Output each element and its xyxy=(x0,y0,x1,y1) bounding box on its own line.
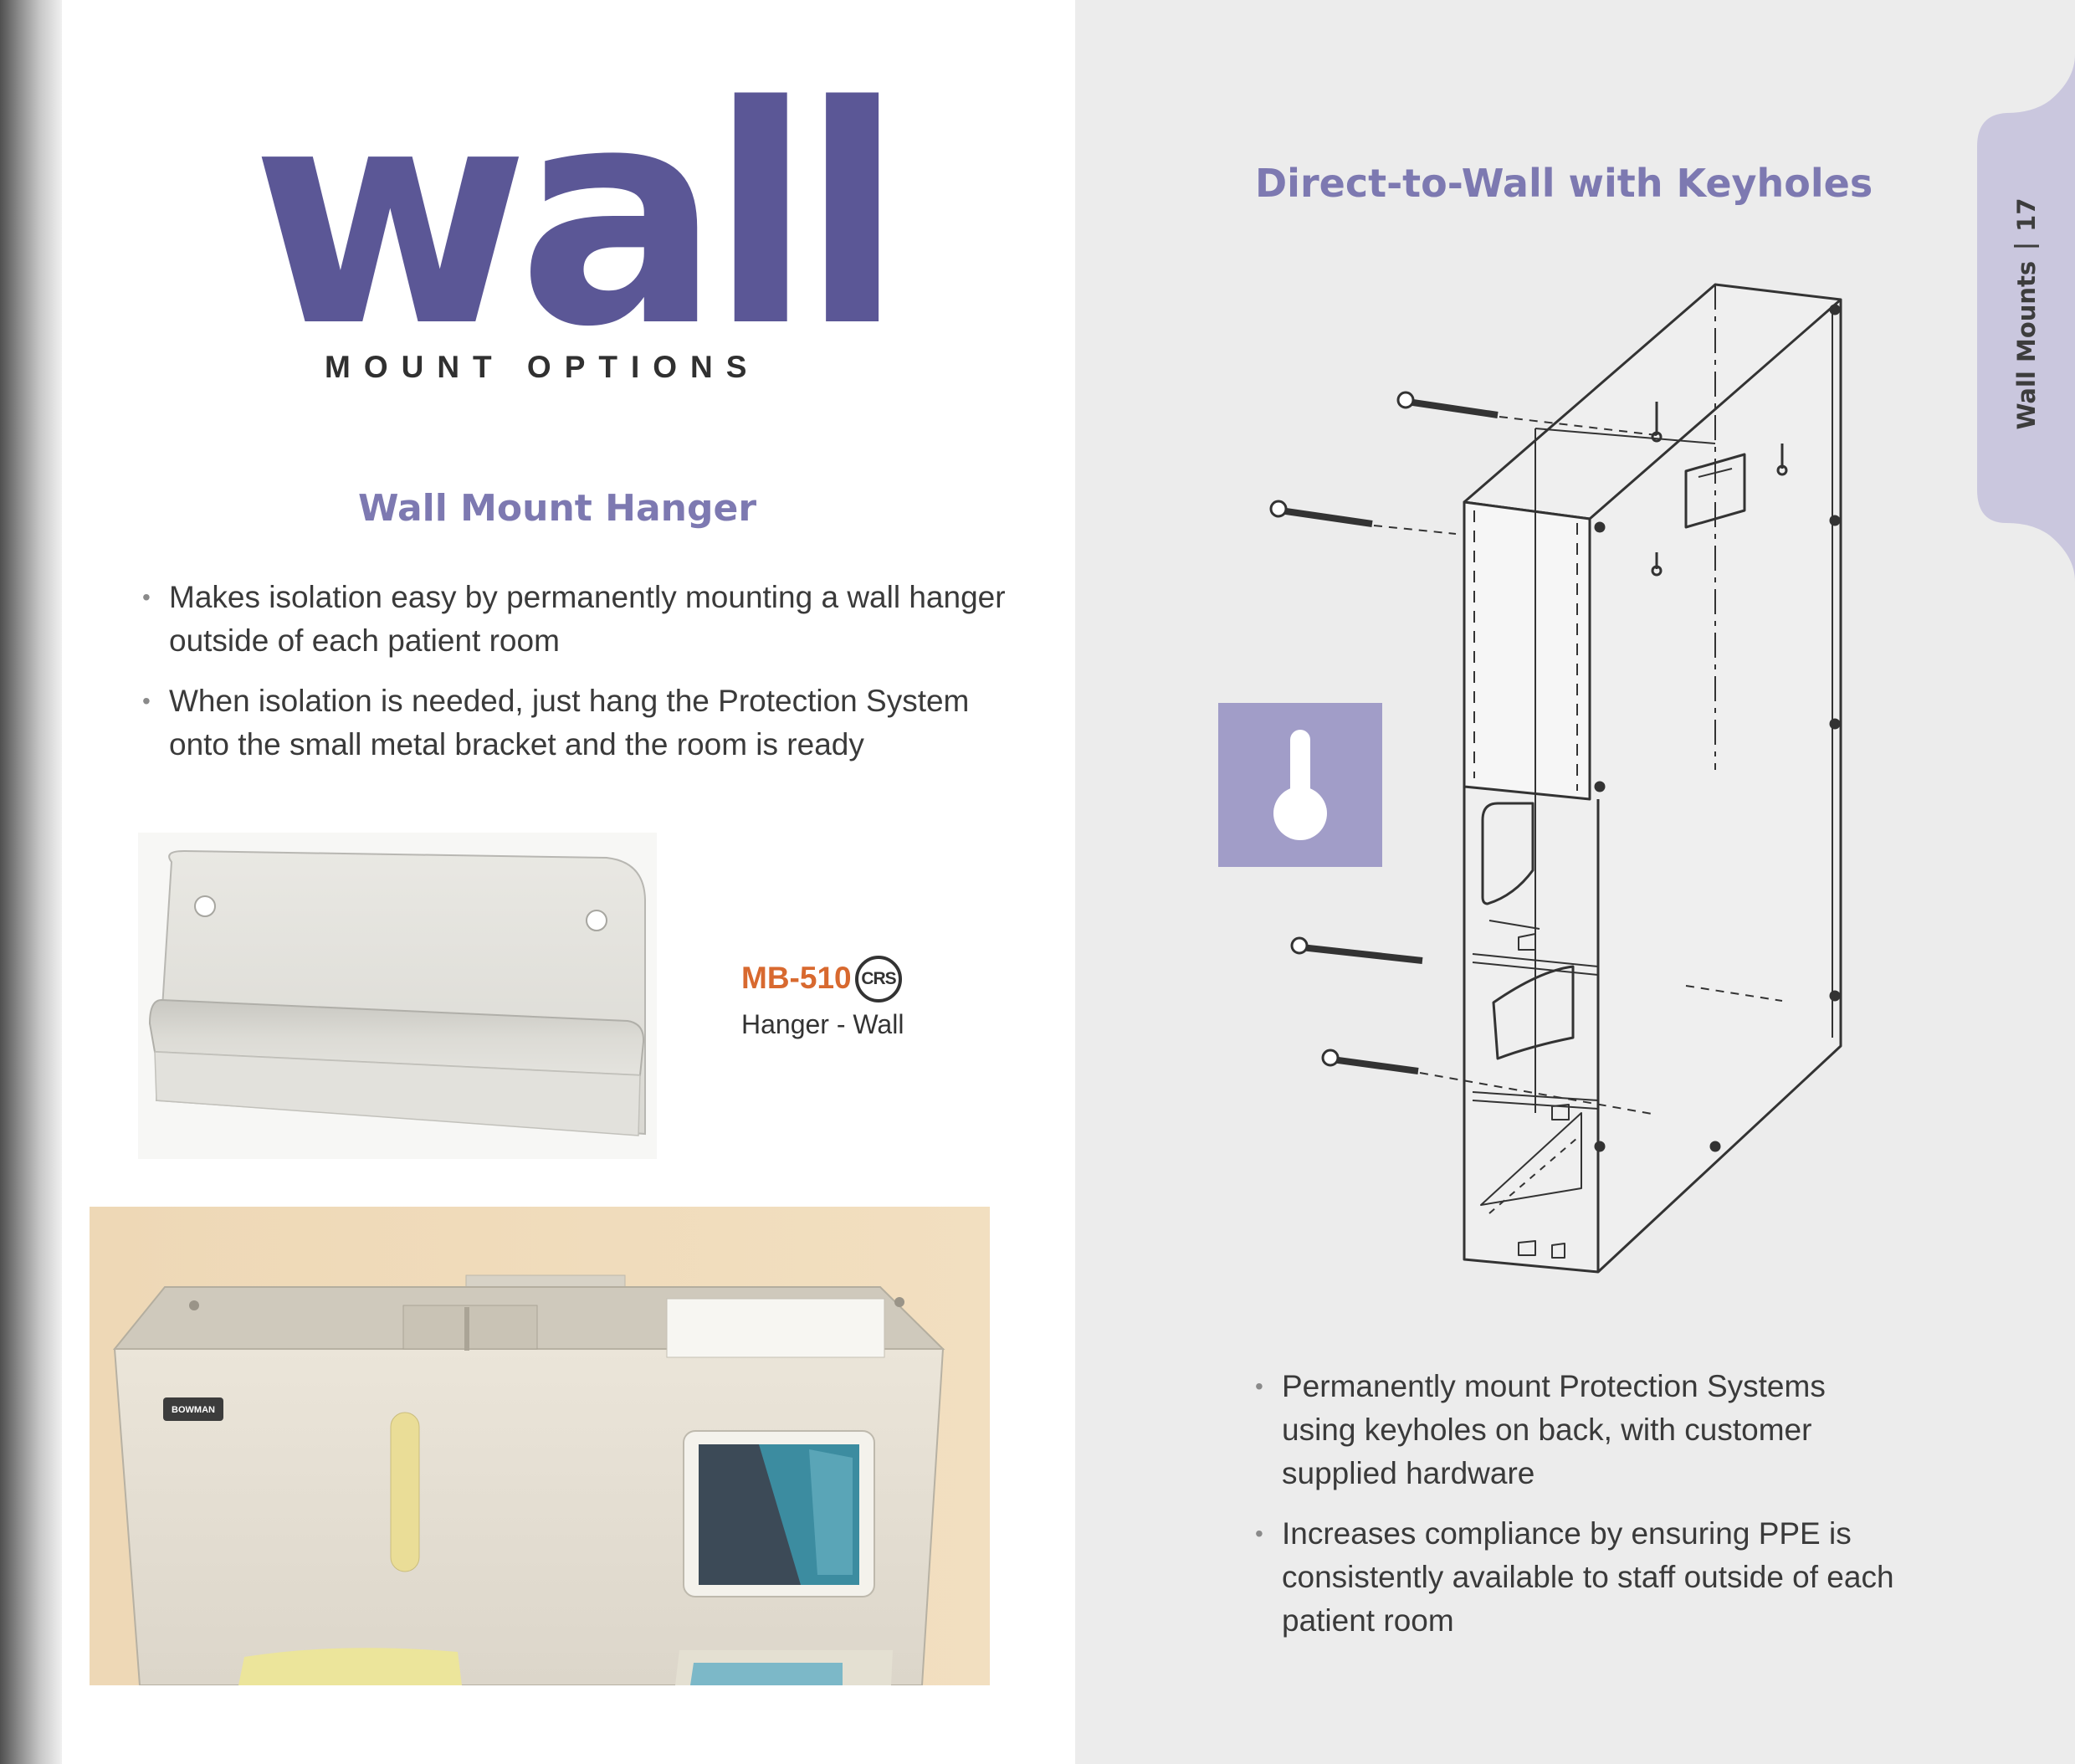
keyhole-graphic xyxy=(1218,703,1382,867)
list-item: When isolation is needed, just hang the … xyxy=(142,679,1012,767)
crs-badge: CRS xyxy=(855,956,902,1003)
chapter-tab-label: Wall Mounts 17 xyxy=(2012,197,2041,429)
page-title: wall xyxy=(251,42,904,392)
keyhole-bullet-list: Permanently mount Protection Systems usi… xyxy=(1255,1365,1908,1659)
product-code: MB-510 xyxy=(741,961,852,995)
separator xyxy=(2014,244,2039,248)
keyhole-mount-diagram xyxy=(1269,283,1842,1274)
list-item: Increases compliance by ensuring PPE is … xyxy=(1255,1512,1908,1643)
section-name: Wall Mounts xyxy=(2012,260,2041,430)
list-item: Makes isolation easy by permanently moun… xyxy=(142,576,1012,663)
list-item: Permanently mount Protection Systems usi… xyxy=(1255,1365,1908,1495)
wall-mount-hanger-heading: Wall Mount Hanger xyxy=(358,487,757,530)
bowman-logo-text: BOWMAN xyxy=(172,1405,215,1415)
direct-to-wall-heading: Direct-to-Wall with Keyholes xyxy=(1255,161,1873,206)
product-name: Hanger - Wall xyxy=(741,1009,904,1039)
hanger-product-photo xyxy=(138,833,657,1159)
page-subtitle: MOUNT OPTIONS xyxy=(325,350,761,384)
wall-mounted-dispenser-photo: BOWMAN xyxy=(90,1207,990,1685)
keyhole-icon xyxy=(1273,730,1327,840)
hanger-bullet-list: Makes isolation easy by permanently moun… xyxy=(142,576,1012,783)
book-spine-shadow xyxy=(0,0,62,1764)
chapter-tab xyxy=(1977,54,2075,582)
page-number: 17 xyxy=(2012,197,2041,232)
